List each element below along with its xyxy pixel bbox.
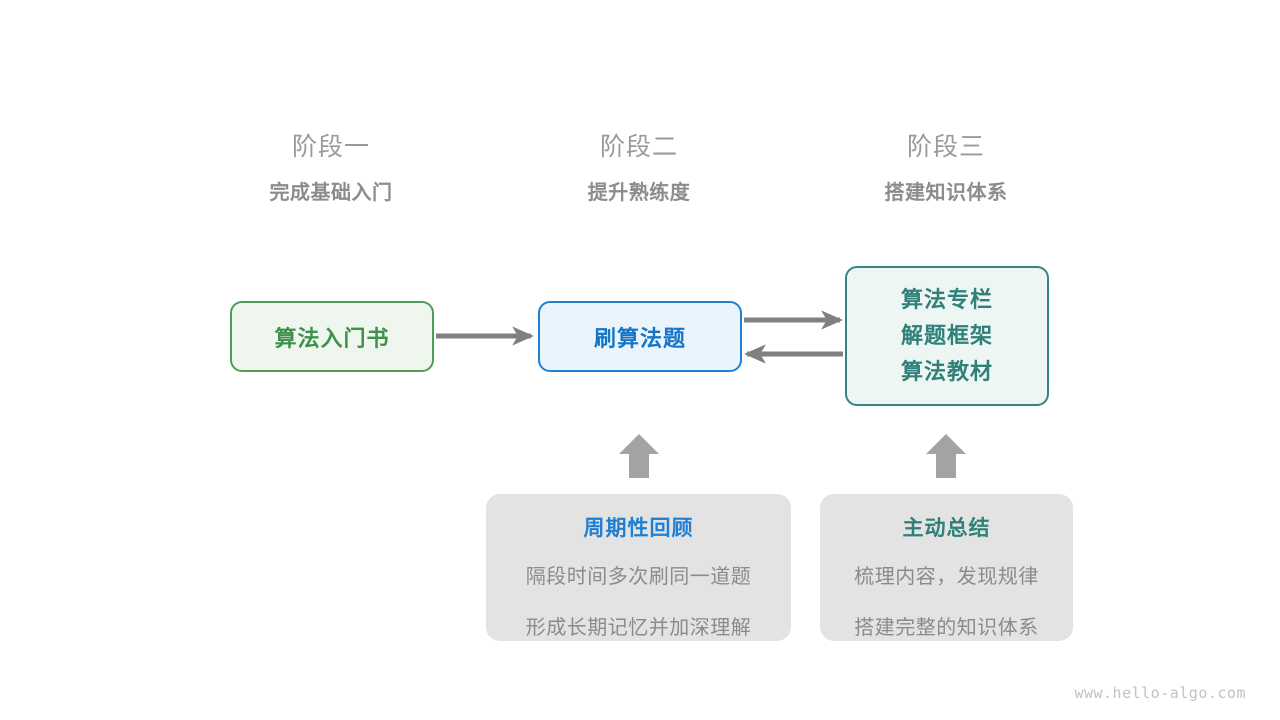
note-card-periodic-review-line-1: 隔段时间多次刷同一道题 <box>525 566 752 588</box>
note-card-active-summary-line-1: 梳理内容，发现规律 <box>854 566 1039 588</box>
note-card-active-summary-line-2: 搭建完整的知识体系 <box>854 617 1039 639</box>
node-knowledge-line-2: 解题框架 <box>900 323 993 348</box>
note-card-periodic-review-line-2: 形成长期记忆并加深理解 <box>525 617 752 639</box>
stage-header-3: 阶段三 搭建知识体系 <box>816 130 1076 208</box>
node-practice-problems-label: 刷算法题 <box>593 325 686 351</box>
note-card-periodic-review-title: 周期性回顾 <box>583 517 694 540</box>
node-knowledge-line-1: 算法专栏 <box>900 287 993 312</box>
stage-header-1: 阶段一 完成基础入门 <box>201 130 461 208</box>
arrow-review-to-practice <box>619 434 659 478</box>
node-intro-book[interactable]: 算法入门书 <box>230 301 434 372</box>
stage-header-2: 阶段二 提升熟练度 <box>509 130 769 208</box>
note-card-active-summary[interactable]: 主动总结 梳理内容，发现规律 搭建完整的知识体系 <box>820 494 1073 641</box>
stage-2-title: 阶段二 <box>599 133 678 161</box>
stage-2-subtitle: 提升熟练度 <box>587 182 691 204</box>
node-intro-book-label: 算法入门书 <box>274 325 390 351</box>
note-card-active-summary-title: 主动总结 <box>902 517 991 540</box>
stage-1-subtitle: 完成基础入门 <box>269 182 393 204</box>
stage-1-title: 阶段一 <box>291 133 370 161</box>
node-knowledge-system[interactable]: 算法专栏 解题框架 算法教材 <box>845 266 1049 406</box>
note-card-periodic-review[interactable]: 周期性回顾 隔段时间多次刷同一道题 形成长期记忆并加深理解 <box>486 494 791 641</box>
stage-3-subtitle: 搭建知识体系 <box>884 182 1008 204</box>
stage-3-title: 阶段三 <box>906 133 985 161</box>
arrow-summary-to-knowledge <box>926 434 966 478</box>
node-knowledge-line-3: 算法教材 <box>900 359 993 384</box>
watermark-url: www.hello-algo.com <box>1074 684 1246 702</box>
node-practice-problems[interactable]: 刷算法题 <box>538 301 742 372</box>
